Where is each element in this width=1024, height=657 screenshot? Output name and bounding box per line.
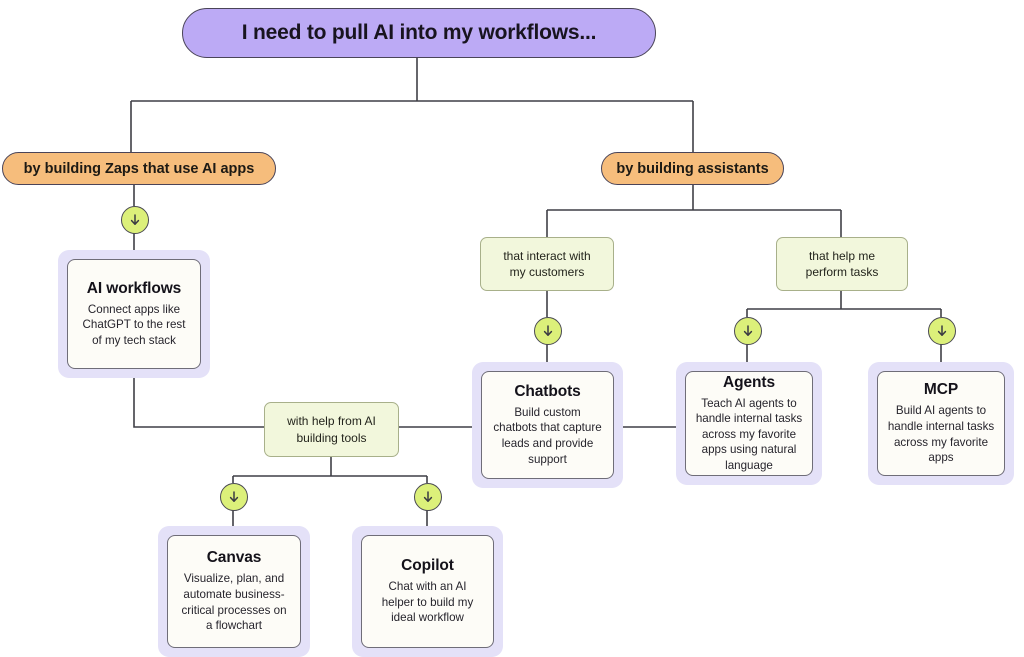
- card-agents[interactable]: Agents Teach AI agents to handle interna…: [676, 362, 822, 485]
- card-description: Teach AI agents to handle internal tasks…: [695, 396, 803, 472]
- branch-node-zaps[interactable]: by building Zaps that use AI apps: [2, 152, 276, 185]
- card-inner: MCP Build AI agents to handle internal t…: [877, 371, 1005, 476]
- qualifier-node-building-tools[interactable]: with help from AI building tools: [264, 402, 399, 457]
- card-title: Canvas: [206, 549, 262, 567]
- qualifier-node-customers[interactable]: that interact with my customers: [480, 237, 614, 291]
- card-description: Build AI agents to handle internal tasks…: [887, 404, 995, 465]
- card-title: Agents: [723, 373, 775, 391]
- card-title: Copilot: [401, 557, 454, 575]
- card-inner: AI workflows Connect apps like ChatGPT t…: [67, 259, 201, 369]
- card-description: Build custom chatbots that capture leads…: [493, 405, 602, 466]
- card-title: Chatbots: [514, 382, 581, 400]
- root-node[interactable]: I need to pull AI into my workflows...: [182, 8, 656, 58]
- arrow-down-icon[interactable]: [414, 483, 442, 511]
- branch-node-assistants[interactable]: by building assistants: [601, 152, 784, 185]
- card-description: Visualize, plan, and automate business-c…: [181, 572, 287, 633]
- arrow-down-icon[interactable]: [928, 317, 956, 345]
- card-inner: Copilot Chat with an AI helper to build …: [361, 535, 494, 648]
- card-copilot[interactable]: Copilot Chat with an AI helper to build …: [352, 526, 503, 657]
- card-title: MCP: [923, 381, 959, 399]
- arrow-down-icon[interactable]: [220, 483, 248, 511]
- card-title: AI workflows: [86, 279, 182, 297]
- qualifier-node-tasks[interactable]: that help me perform tasks: [776, 237, 908, 291]
- card-description: Connect apps like ChatGPT to the rest of…: [82, 302, 186, 347]
- card-mcp[interactable]: MCP Build AI agents to handle internal t…: [868, 362, 1014, 485]
- card-inner: Canvas Visualize, plan, and automate bus…: [167, 535, 301, 648]
- edge-workflows-to-tools: [133, 378, 264, 428]
- arrow-down-icon[interactable]: [121, 206, 149, 234]
- card-inner: Chatbots Build custom chatbots that capt…: [481, 371, 614, 479]
- arrow-down-icon[interactable]: [734, 317, 762, 345]
- card-description: Chat with an AI helper to build my ideal…: [381, 580, 474, 625]
- card-ai-workflows[interactable]: AI workflows Connect apps like ChatGPT t…: [58, 250, 210, 378]
- card-chatbots[interactable]: Chatbots Build custom chatbots that capt…: [472, 362, 623, 488]
- card-canvas[interactable]: Canvas Visualize, plan, and automate bus…: [158, 526, 310, 657]
- card-inner: Agents Teach AI agents to handle interna…: [685, 371, 813, 476]
- arrow-down-icon[interactable]: [534, 317, 562, 345]
